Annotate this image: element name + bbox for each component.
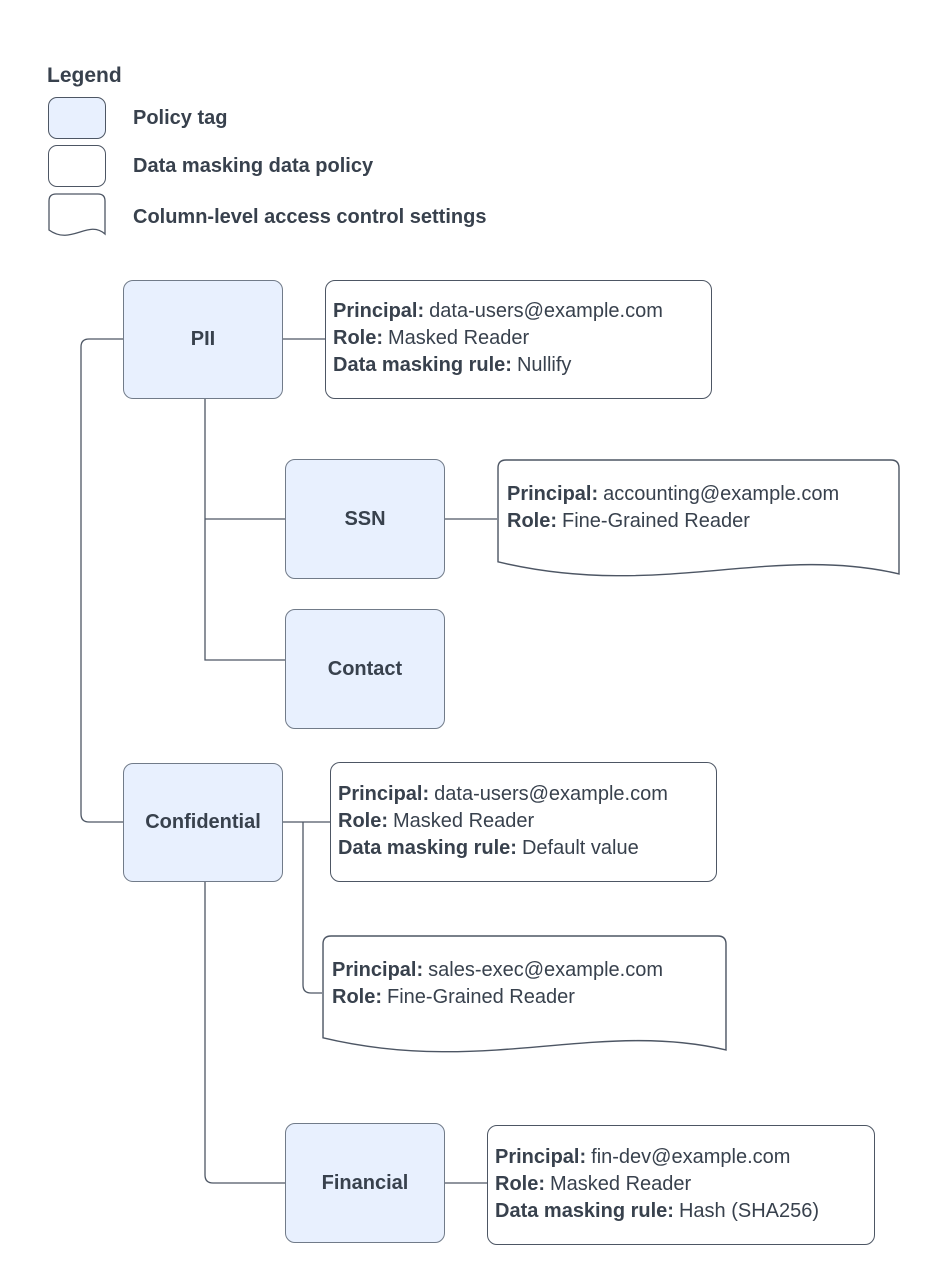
policy-tag-label: SSN	[344, 507, 386, 530]
access-control-doc-ssn: Principal:accounting@example.com Role:Fi…	[497, 459, 900, 580]
principal-line: Principal:accounting@example.com	[507, 482, 840, 505]
policy-tag-label: Confidential	[145, 811, 261, 833]
policy-tag-pii: PII	[123, 280, 283, 399]
edge-confidential-access-doc	[302, 822, 322, 994]
masking-rule-line: Data masking rule:Nullify	[333, 354, 572, 376]
edge-pii-confidential	[80, 338, 123, 823]
masking-policy-card-pii: Principal:data-users@example.com Role:Ma…	[325, 280, 712, 399]
legend-item-policy-tag: Policy tag	[48, 97, 227, 139]
policy-tag-contact: Contact	[285, 609, 445, 729]
role-line: Role:Masked Reader	[338, 809, 535, 832]
masking-policy-card-financial: Principal:fin-dev@example.com Role:Maske…	[487, 1125, 875, 1245]
policy-tag-label: PII	[190, 328, 216, 350]
document-shape	[322, 935, 727, 1053]
policy-tag-label: Financial	[321, 1171, 409, 1194]
principal-line: Principal:fin-dev@example.com	[495, 1145, 791, 1168]
principal-line: Principal:sales-exec@example.com	[332, 958, 663, 981]
masking-rule-line: Data masking rule:Default value	[338, 836, 639, 859]
data-policy-swatch-icon	[48, 145, 106, 187]
document-shape	[497, 459, 900, 577]
document-swatch-icon	[48, 193, 106, 241]
policy-tag-swatch-icon	[48, 97, 106, 139]
legend-item-label: Data masking data policy	[133, 154, 374, 177]
role-line: Role:Masked Reader	[495, 1172, 692, 1195]
legend-item-data-masking-policy: Data masking data policy	[48, 145, 373, 187]
policy-tag-confidential: Confidential	[123, 763, 283, 882]
masking-rule-line: Data masking rule:Hash (SHA256)	[495, 1199, 820, 1222]
legend-title: Legend	[47, 64, 122, 87]
policy-tag-ssn: SSN	[285, 459, 445, 579]
role-line: Role:Fine-Grained Reader	[507, 509, 750, 532]
principal-line: Principal:data-users@example.com	[338, 782, 668, 805]
legend-item-column-access: Column-level access control settings	[48, 193, 486, 241]
role-line: Role:Masked Reader	[333, 327, 530, 349]
policy-tag-label: Contact	[327, 657, 403, 680]
policy-tag-financial: Financial	[285, 1123, 445, 1243]
role-line: Role:Fine-Grained Reader	[332, 985, 575, 1008]
principal-line: Principal:data-users@example.com	[333, 300, 663, 322]
masking-policy-card-confidential: Principal:data-users@example.com Role:Ma…	[330, 762, 717, 882]
legend-item-label: Column-level access control settings	[133, 205, 487, 228]
legend-item-label: Policy tag	[133, 106, 228, 129]
edge-pii-children-trunk	[204, 399, 285, 661]
edge-confidential-financial	[204, 882, 285, 1184]
access-control-doc-confidential: Principal:sales-exec@example.com Role:Fi…	[322, 935, 727, 1056]
